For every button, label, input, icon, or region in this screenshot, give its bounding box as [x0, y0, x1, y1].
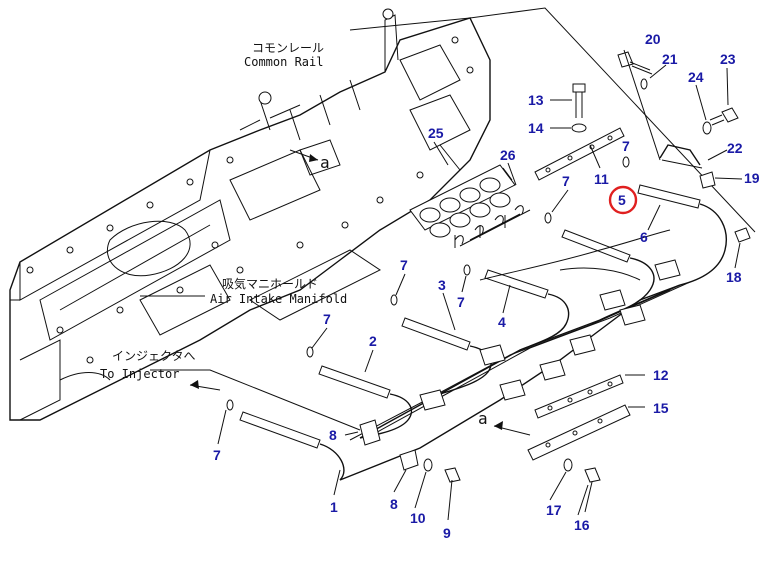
callout-9: 9 [443, 525, 451, 541]
label-common-rail: コモンレール Common Rail [244, 41, 324, 69]
callout-4: 4 [498, 314, 506, 330]
callout-8-a: 8 [329, 427, 337, 443]
callout-13: 13 [528, 92, 544, 108]
callout-8-b: 8 [390, 496, 398, 512]
block-bolts [26, 36, 474, 364]
callout-20: 20 [645, 31, 661, 47]
callout-1: 1 [330, 499, 338, 515]
engine-block [9, 7, 756, 421]
view-marker-top: a [289, 149, 330, 172]
callout-10: 10 [410, 510, 426, 526]
clamp-cylinders [419, 177, 511, 238]
callout-7-b: 7 [562, 173, 570, 189]
view-marker-bottom: a [478, 409, 531, 436]
lower-fasteners [344, 419, 601, 521]
callout-5: 5 [618, 192, 626, 208]
upper-right-fasteners [617, 49, 751, 243]
callout-16: 16 [574, 517, 590, 533]
label-to-injector-en: To Injector [100, 367, 179, 381]
callout-24: 24 [688, 69, 704, 85]
callout-15: 15 [653, 400, 669, 416]
callout-2: 2 [369, 333, 377, 349]
callout-19: 19 [744, 170, 760, 186]
callout-12: 12 [653, 367, 669, 383]
injector-clamp-assembly [409, 144, 531, 248]
callout-7-c: 7 [400, 257, 408, 273]
callout-6: 6 [640, 229, 648, 245]
bracket-bars-12-15 [527, 374, 645, 461]
callout-26: 26 [500, 147, 516, 163]
callout-21: 21 [662, 51, 678, 67]
label-to-injector: インジェクタへ To Injector [100, 349, 361, 431]
callout-7-a: 7 [622, 138, 630, 154]
callout-14: 14 [528, 120, 544, 136]
callout-22: 22 [727, 140, 743, 156]
callouts: 20 21 23 24 13 14 25 26 7 22 11 7 19 5 6… [213, 31, 760, 541]
callout-3: 3 [438, 277, 446, 293]
label-common-rail-jp: コモンレール [252, 41, 324, 55]
view-marker-bottom-letter: a [478, 409, 488, 428]
label-air-intake-jp: 吸気マニホールド [222, 276, 318, 291]
highlight-ring [608, 185, 638, 215]
injector-pipes [189, 156, 727, 481]
callout-leaders [217, 64, 743, 516]
label-to-injector-jp: インジェクタへ [112, 349, 196, 363]
label-common-rail-en: Common Rail [244, 55, 323, 69]
callout-7-e: 7 [323, 311, 331, 327]
view-marker-top-letter: a [320, 153, 330, 172]
callout-23: 23 [720, 51, 736, 67]
callout-7-f: 7 [213, 447, 221, 463]
callout-7-d: 7 [457, 294, 465, 310]
bracket-bar-11 [534, 83, 625, 181]
callout-11: 11 [594, 171, 609, 187]
callout-17: 17 [546, 502, 562, 518]
label-air-intake-en: Air Intake Manifold [210, 292, 347, 306]
callout-25: 25 [428, 125, 444, 141]
callout-18: 18 [726, 269, 742, 285]
label-air-intake: 吸気マニホールド Air Intake Manifold [140, 276, 347, 306]
